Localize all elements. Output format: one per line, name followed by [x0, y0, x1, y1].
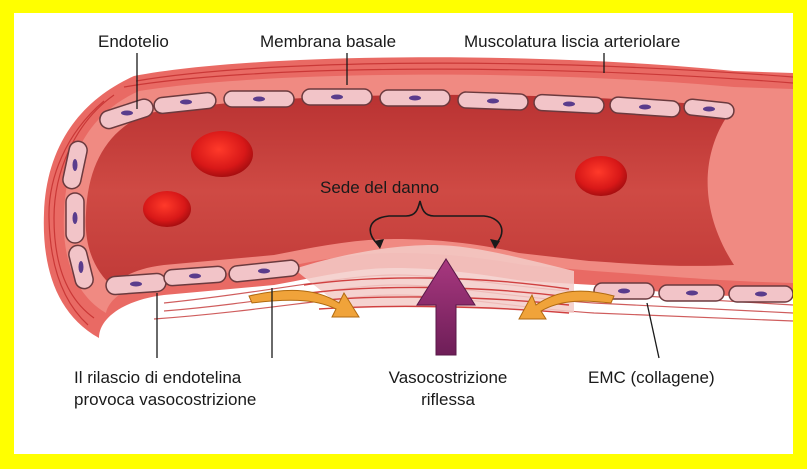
- label-injury-site: Sede del danno: [320, 178, 439, 198]
- label-endothelium: Endotelio: [98, 32, 169, 52]
- label-endothelin-line1: Il rilascio di endotelina: [74, 368, 241, 388]
- label-ecm: EMC (collagene): [588, 368, 715, 388]
- label-endothelin-line2: provoca vasocostrizione: [74, 390, 256, 410]
- label-smooth-muscle: Muscolatura liscia arteriolare: [464, 32, 680, 52]
- label-vasoconstriction-line2: riflessa: [358, 390, 538, 410]
- label-basement-membrane: Membrana basale: [260, 32, 396, 52]
- diagram-panel: Endotelio Membrana basale Muscolatura li…: [14, 13, 793, 454]
- label-vasoconstriction-line1: Vasocostrizione: [358, 368, 538, 388]
